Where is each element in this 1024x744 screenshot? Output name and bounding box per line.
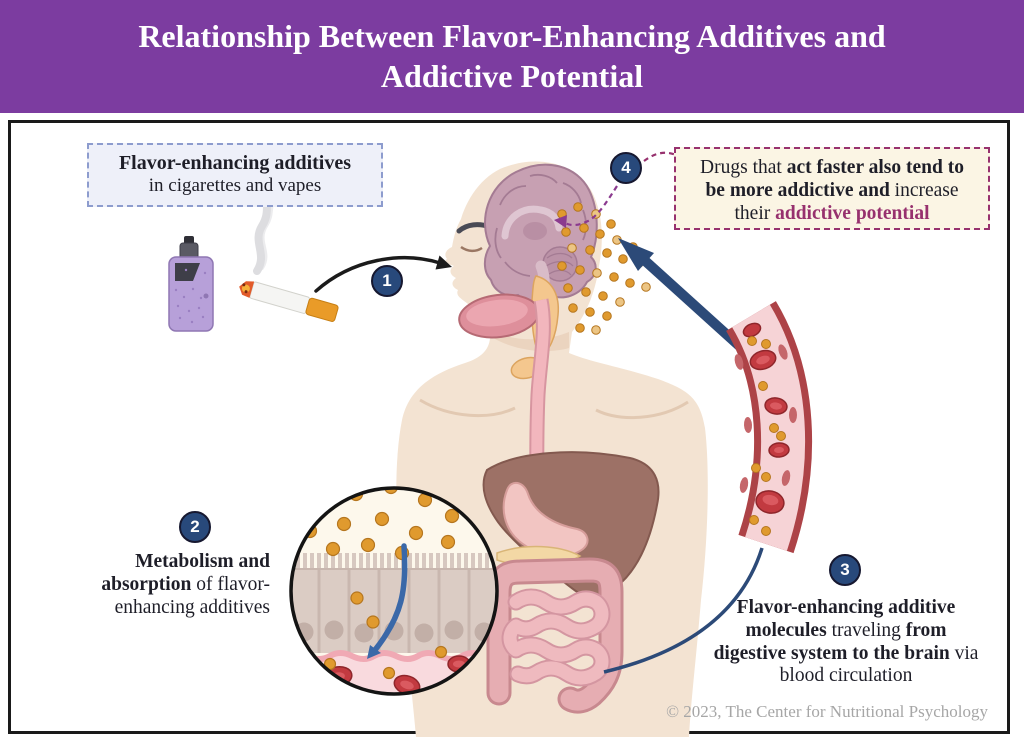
text-line: their addictive potential [734,203,930,224]
step-circle-2: 2 [179,511,211,543]
page-title-line1: Relationship Between Flavor-Enhancing Ad… [138,18,886,55]
text-line: enhancing additives [114,596,270,618]
text-line: Drugs that act faster also tend to [700,157,964,178]
text-line: Flavor-enhancing additives [118,152,352,174]
circulation-line [603,547,764,674]
cigarette-illustration [239,281,339,322]
text-line: absorption of flavor- [101,573,270,595]
text-line: be more addictive and increase [705,180,959,201]
vape-illustration [168,236,214,332]
closed-eye [460,245,483,253]
title-banner: Relationship Between Flavor-Enhancing Ad… [0,0,1024,113]
blood-vessel-illustration [725,301,813,554]
page-title-line2: Addictive Potential [380,57,644,94]
addictive-potential-highlight: addictive potential [775,203,930,224]
label-molecules-traveling: Flavor-enhancing additive molecules trav… [692,597,1000,688]
red-blood-cells [742,322,790,514]
liver [482,451,660,597]
stomach [502,482,589,557]
step-circle-3: 3 [829,554,861,586]
brain-arrow-navy [618,238,750,356]
inhale-arrow [314,255,452,293]
label-metabolism-absorption: Metabolism and absorption of flavor- enh… [70,551,270,619]
step-circle-4: 4 [610,152,642,184]
callout-drugs-act-faster: Drugs that act faster also tend to be mo… [674,147,990,230]
text-line: in cigarettes and vapes [148,175,322,196]
vessel-molecules [747,336,786,536]
copyright-notice: © 2023, The Center for Nutritional Psych… [666,702,988,721]
callout-flavor-additives: Flavor-enhancing additives in cigarettes… [87,143,383,207]
text-line: Metabolism and [135,551,270,572]
absorption-arrow [372,543,408,653]
text-line: blood circulation [779,665,913,687]
text-line: molecules traveling from [745,619,947,641]
text-line: Flavor-enhancing additive [736,597,956,618]
digestive-organs-illustration [482,451,660,714]
text-line: digestive system to the brain via [713,642,979,664]
purple-dashed-arrow [554,151,677,228]
step-circle-1: 1 [371,265,403,297]
